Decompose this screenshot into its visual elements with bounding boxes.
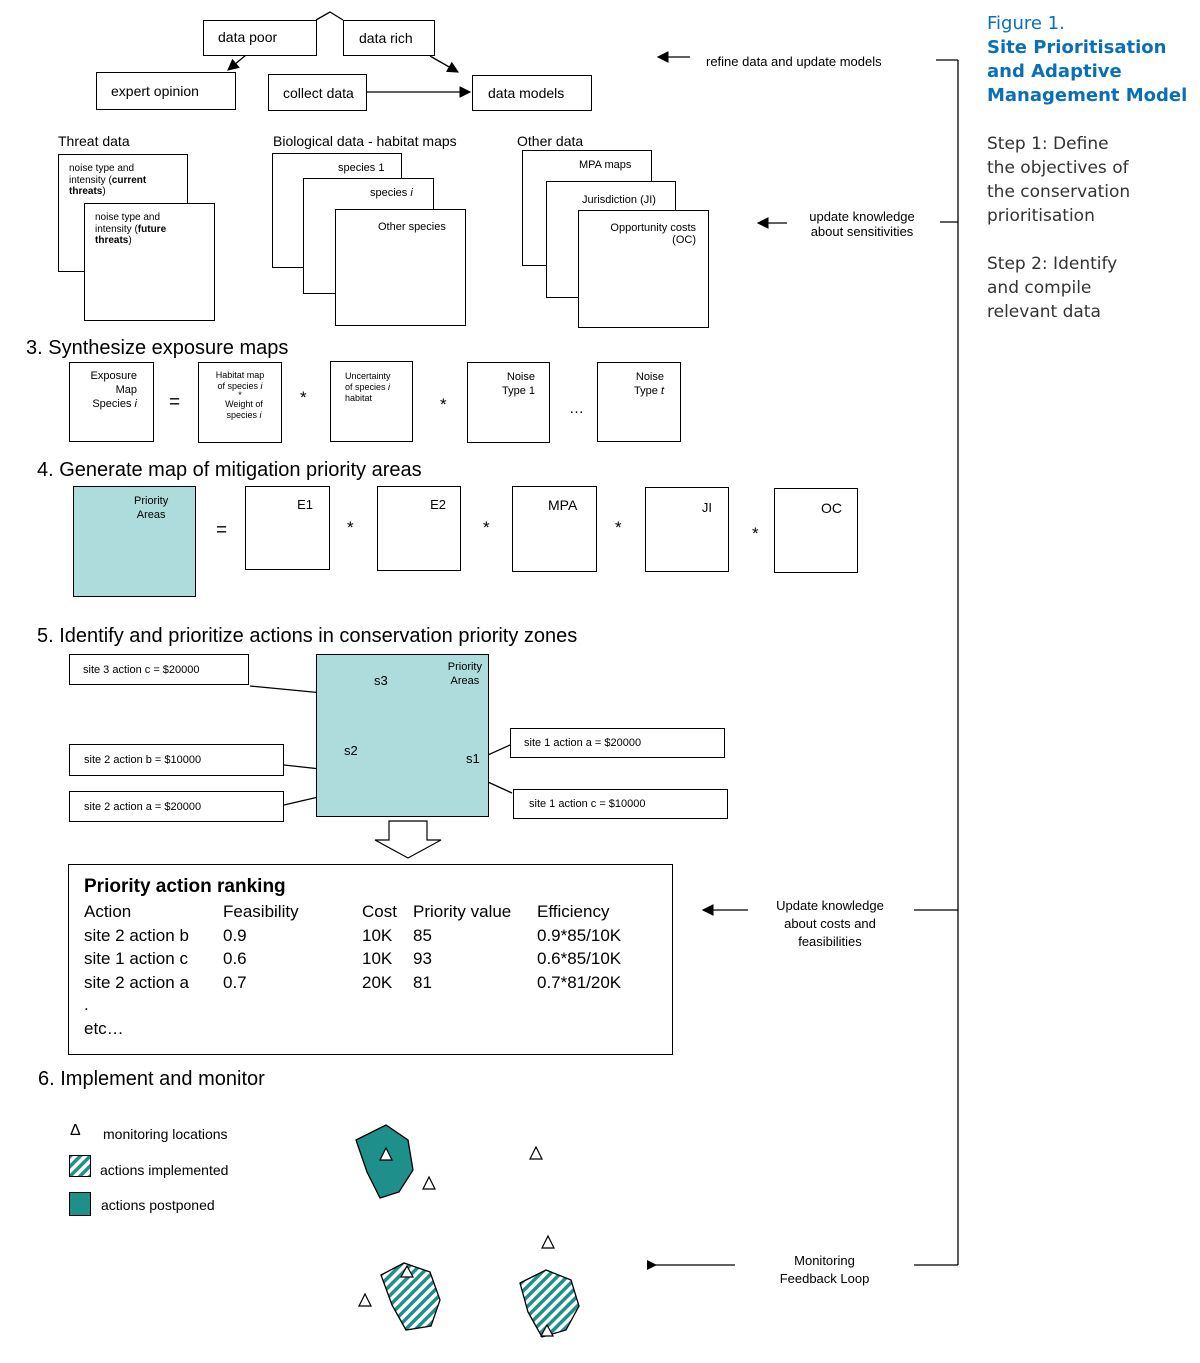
priority-areas-map: Priority Areas <box>73 486 196 597</box>
table-cell: 0.9*85/10K <box>537 926 622 945</box>
arrow-rich-models <box>429 55 460 73</box>
table-cell: 10K <box>362 949 393 968</box>
table-dot: . <box>84 995 89 1014</box>
site2-action-b-box: site 2 action b = $10000 <box>69 744 284 776</box>
legend-triangle-icon: Δ <box>70 1122 81 1139</box>
opportunity-costs-box: Opportunity costs (OC) <box>578 210 709 328</box>
header-cost: Cost <box>362 902 397 921</box>
table-cell: 85 <box>413 926 432 945</box>
multiply-sign: * <box>752 524 759 543</box>
monitoring-triangle <box>529 1145 543 1160</box>
monitoring-triangle <box>422 1175 436 1190</box>
e1-map: E1 <box>245 486 330 570</box>
multiply-sign: * <box>615 518 622 537</box>
e2-map: E2 <box>377 486 461 571</box>
monitoring-triangle <box>539 1323 555 1337</box>
mpa-map: MPA <box>512 486 597 572</box>
site2-label: s2 <box>344 743 358 758</box>
collect-data-box: collect data <box>268 74 367 111</box>
step5-priority-map: Priority Areas s3 s2 s1 <box>316 654 489 817</box>
monitoring-feedback-label: Monitoring Feedback Loop <box>779 1253 870 1286</box>
figure-title: Site Prioritisation and Adaptive Managem… <box>987 37 1188 106</box>
future-threats-map: noise type and intensity (future threats… <box>84 203 215 321</box>
step1-text: Step 1: Define the objectives of the con… <box>987 134 1131 226</box>
other-data-label: Other data <box>517 133 584 149</box>
legend-postponed: actions postponed <box>101 1197 215 1213</box>
table-cell: 81 <box>413 973 432 992</box>
site2-action-a-box: site 2 action a = $20000 <box>69 791 284 822</box>
table-cell: site 1 action c <box>84 949 188 968</box>
multiply-sign: * <box>483 518 490 537</box>
bio-data-label: Biological data - habitat maps <box>273 133 457 149</box>
step4-heading: 4. Generate map of mitigation priority a… <box>37 459 422 481</box>
threat-data-label: Threat data <box>58 133 130 149</box>
ellipsis: … <box>569 400 584 417</box>
sensitivities-label: update knowledge about sensitivities <box>809 209 915 239</box>
arrow-poor-expert <box>227 54 247 71</box>
step5-heading: 5. Identify and prioritize actions in co… <box>37 625 578 647</box>
poor-rich-link <box>315 11 344 21</box>
header-feasibility: Feasibility <box>223 902 299 921</box>
priority-ranking-table: Priority action ranking Action Feasibili… <box>68 864 673 1055</box>
uncertainty-box: Uncertainty of species i habitat <box>330 361 413 442</box>
legend-teal-swatch <box>69 1192 91 1216</box>
table-cell: 0.7 <box>223 973 247 992</box>
data-rich-box: data rich <box>343 20 435 56</box>
site3-postponed-blob <box>355 1124 414 1199</box>
monitoring-triangle <box>358 1292 372 1307</box>
table-cell: 93 <box>413 949 432 968</box>
noise-type1-box: Noise Type 1 <box>467 362 550 443</box>
table-cell: 10K <box>362 926 393 945</box>
oc-map: OC <box>774 488 858 573</box>
legend-implemented: actions implemented <box>100 1162 229 1178</box>
table-cell: 0.6*85/10K <box>537 949 622 968</box>
equals-sign: = <box>169 392 181 413</box>
site1-implemented-blob <box>519 1269 580 1338</box>
figure-caption: Figure 1. Site Prioritisation and Adapti… <box>987 12 1187 108</box>
equals-sign: = <box>216 520 228 541</box>
site3-action-c-box: site 3 action c = $20000 <box>69 654 249 685</box>
monitoring-triangle <box>541 1234 555 1249</box>
multiply-sign: * <box>347 518 354 537</box>
table-cell: site 2 action b <box>84 926 189 945</box>
legend-hatch-swatch <box>69 1155 91 1177</box>
data-poor-box: data poor <box>203 20 317 56</box>
header-priority-value: Priority value <box>413 902 512 921</box>
down-arrow <box>374 820 442 859</box>
multiply-sign: * <box>300 388 307 407</box>
site3-label: s3 <box>374 673 388 688</box>
header-efficiency: Efficiency <box>537 902 610 921</box>
exposure-map-box: Exposure Map Species i <box>69 362 154 442</box>
header-action: Action <box>84 902 132 921</box>
figure-number: Figure 1. <box>987 13 1065 34</box>
site1-label: s1 <box>466 751 480 766</box>
expert-opinion-box: expert opinion <box>96 72 236 110</box>
table-cell: 0.7*81/20K <box>537 973 622 992</box>
table-cell: 20K <box>362 973 393 992</box>
table-cell: 0.9 <box>223 926 247 945</box>
noise-type-t-box: Noise Type t <box>597 362 681 442</box>
multiply-sign: * <box>440 395 447 414</box>
habitat-map-box: Habitat map of species i * Weight of spe… <box>198 362 282 443</box>
step2-text: Step 2: Identify and compile relevant da… <box>987 254 1118 322</box>
data-models-box: data models <box>472 75 592 111</box>
ranking-title: Priority action ranking <box>84 876 286 897</box>
monitoring-triangle <box>379 1146 393 1161</box>
step6-heading: 6. Implement and monitor <box>38 1068 265 1090</box>
refine-label: refine data and update models <box>706 54 882 69</box>
step3-heading: 3. Synthesize exposure maps <box>26 337 289 359</box>
site1-action-a-box: site 1 action a = $20000 <box>510 728 725 758</box>
costs-label: Update knowledge about costs and feasibi… <box>776 898 884 949</box>
table-etc: etc… <box>84 1019 124 1038</box>
other-species-map: Other species <box>335 209 466 326</box>
legend-monitoring: monitoring locations <box>103 1126 228 1142</box>
site1-action-c-box: site 1 action c = $10000 <box>513 789 728 819</box>
table-cell: site 2 action a <box>84 973 189 992</box>
ji-map: JI <box>645 487 729 572</box>
monitoring-triangle <box>399 1264 415 1278</box>
site2-implemented-blob <box>380 1262 441 1331</box>
table-cell: 0.6 <box>223 949 247 968</box>
